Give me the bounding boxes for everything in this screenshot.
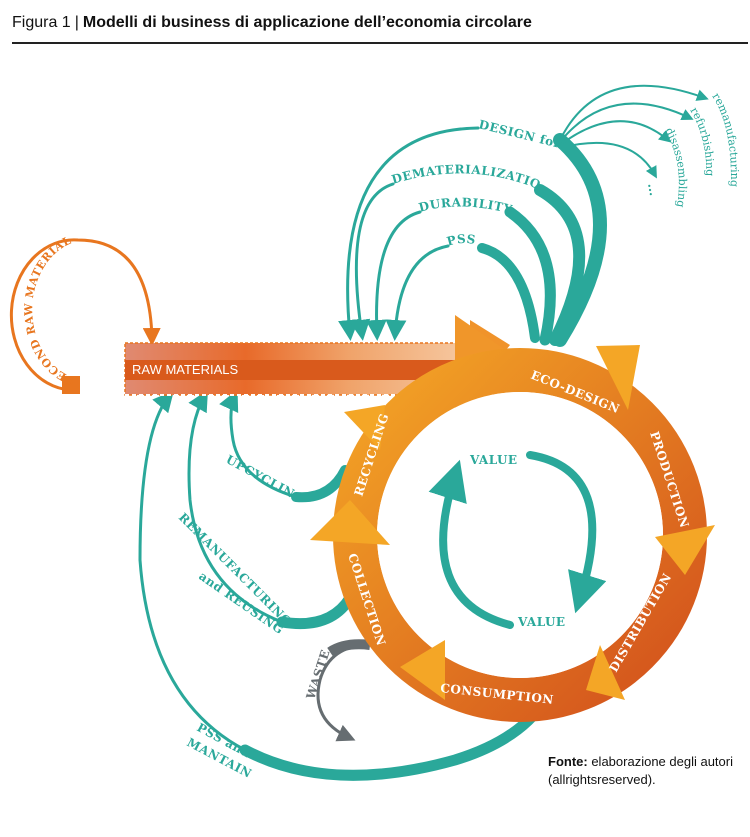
inner-value-loop [428,451,607,629]
figure-header: Figura 1|Modelli di business di applicaz… [12,12,748,44]
raw-materials-label: RAW MATERIALS [132,362,239,377]
option-disassembling: disassembling [662,125,689,208]
figure-title: Modelli di business di applicazione dell… [82,14,532,31]
source-label: Fonte: [548,754,588,769]
return-loops [138,389,551,781]
option-ellipsis: ... [645,182,661,197]
header-separator: | [74,14,79,31]
second-raw-materials-bar [62,376,80,394]
design-arcs [338,126,607,347]
inner-value-top: VALUE [469,453,518,467]
source-note: Fonte: elaborazione degli autori (allrig… [548,753,738,789]
main-cycle-ring [310,345,715,722]
second-raw-materials-arc [9,238,161,392]
inner-value-bottom: VALUE [517,615,566,629]
design-options-arcs [559,84,709,179]
durability-label: DURABILITY [417,195,514,216]
source-text: elaborazione degli autori (allrightsrese… [548,754,733,787]
pss-label: PSS [445,232,477,249]
waste-label: WASTE [303,648,332,702]
option-refurbishing: refurbishing [687,105,716,176]
design-for-label: DESIGN for [477,117,562,150]
remanufacturing-label: REMANUFACTURING [176,510,295,629]
figure-number: Figura 1 [12,14,71,31]
dematerialization-label: DEMATERIALIZATION [0,0,543,192]
